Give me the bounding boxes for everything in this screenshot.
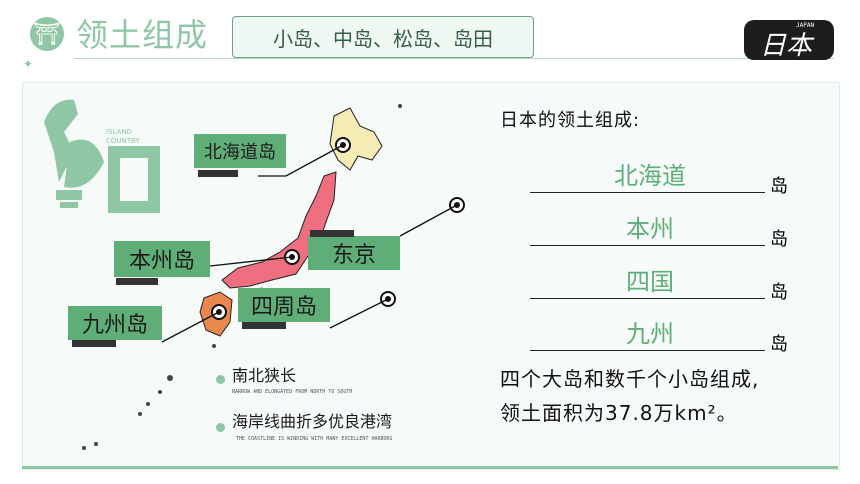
label-shadow [310, 230, 354, 237]
logo-sub-text: JAPAN [796, 22, 815, 29]
logo-main-text: 日本 [760, 31, 813, 61]
label-shadow [72, 340, 116, 347]
label-shadow [198, 170, 238, 177]
blank-line [530, 244, 765, 246]
gate-icon: ⛩ [30, 17, 64, 51]
answer-text: 四国 [626, 268, 674, 296]
label-tokyo: 东京 [308, 236, 400, 270]
island-calligraphy-icon [44, 99, 160, 213]
sparkle-icon: ✦ [23, 57, 34, 71]
island-dot [398, 104, 402, 108]
composition-heading: 日本的领土组成: [500, 110, 641, 131]
summary-text: 四个大岛和数千个小岛组成, 领土面积为37.8万km²。 [500, 362, 759, 430]
hokkaido-shape [329, 107, 383, 171]
subtitle-box: 小岛、中岛、松岛、岛田 [232, 16, 534, 58]
bullet-dot [216, 375, 225, 384]
bullet-dot [216, 423, 225, 432]
label-hokkaido: 北海道岛 [194, 134, 286, 168]
island-dot [158, 390, 162, 394]
blank-line [530, 191, 765, 193]
bullet-text: 南北狭长 [232, 366, 297, 385]
bullet-sub: THE COASTLINE IS WINDING WITH MANY EXCEL… [236, 436, 393, 442]
label-shadow [242, 322, 286, 329]
blank-line [530, 349, 765, 351]
label-shikoku: 四周岛 [238, 288, 330, 322]
suffix-text: 岛 [770, 176, 788, 197]
island-dot [82, 446, 86, 450]
answer-text: 本州 [626, 215, 674, 243]
panel-bottom-bar [22, 466, 838, 469]
page-title: 领土组成 [76, 16, 209, 54]
island-dot [167, 375, 173, 381]
island-dot [212, 344, 216, 348]
label-kyushu: 九州岛 [68, 306, 162, 340]
summary-line-1: 四个大岛和数千个小岛组成, [500, 367, 760, 391]
blank-line [530, 297, 765, 299]
answer-text: 北海道 [614, 162, 686, 190]
island-dot [138, 412, 142, 416]
label-shadow [116, 278, 158, 285]
suffix-text: 岛 [770, 334, 788, 355]
answer-text: 九州 [626, 320, 674, 348]
label-honshu: 本州岛 [114, 241, 210, 277]
island-dot [94, 442, 98, 446]
header-divider [74, 58, 834, 59]
suffix-text: 岛 [770, 229, 788, 250]
japan-logo: JAPAN 日本 [744, 20, 834, 61]
bullet-text: 海岸线曲折多优良港湾 [232, 412, 393, 431]
bullet-sub: NARROW AND ELONGATED FROM NORTH TO SOUTH [232, 389, 353, 395]
summary-line-2: 领土面积为37.8万km²。 [500, 401, 738, 425]
suffix-text: 岛 [770, 282, 788, 303]
island-country-tag: ISLAND COUNTRY [106, 128, 140, 145]
island-dot [146, 402, 150, 406]
